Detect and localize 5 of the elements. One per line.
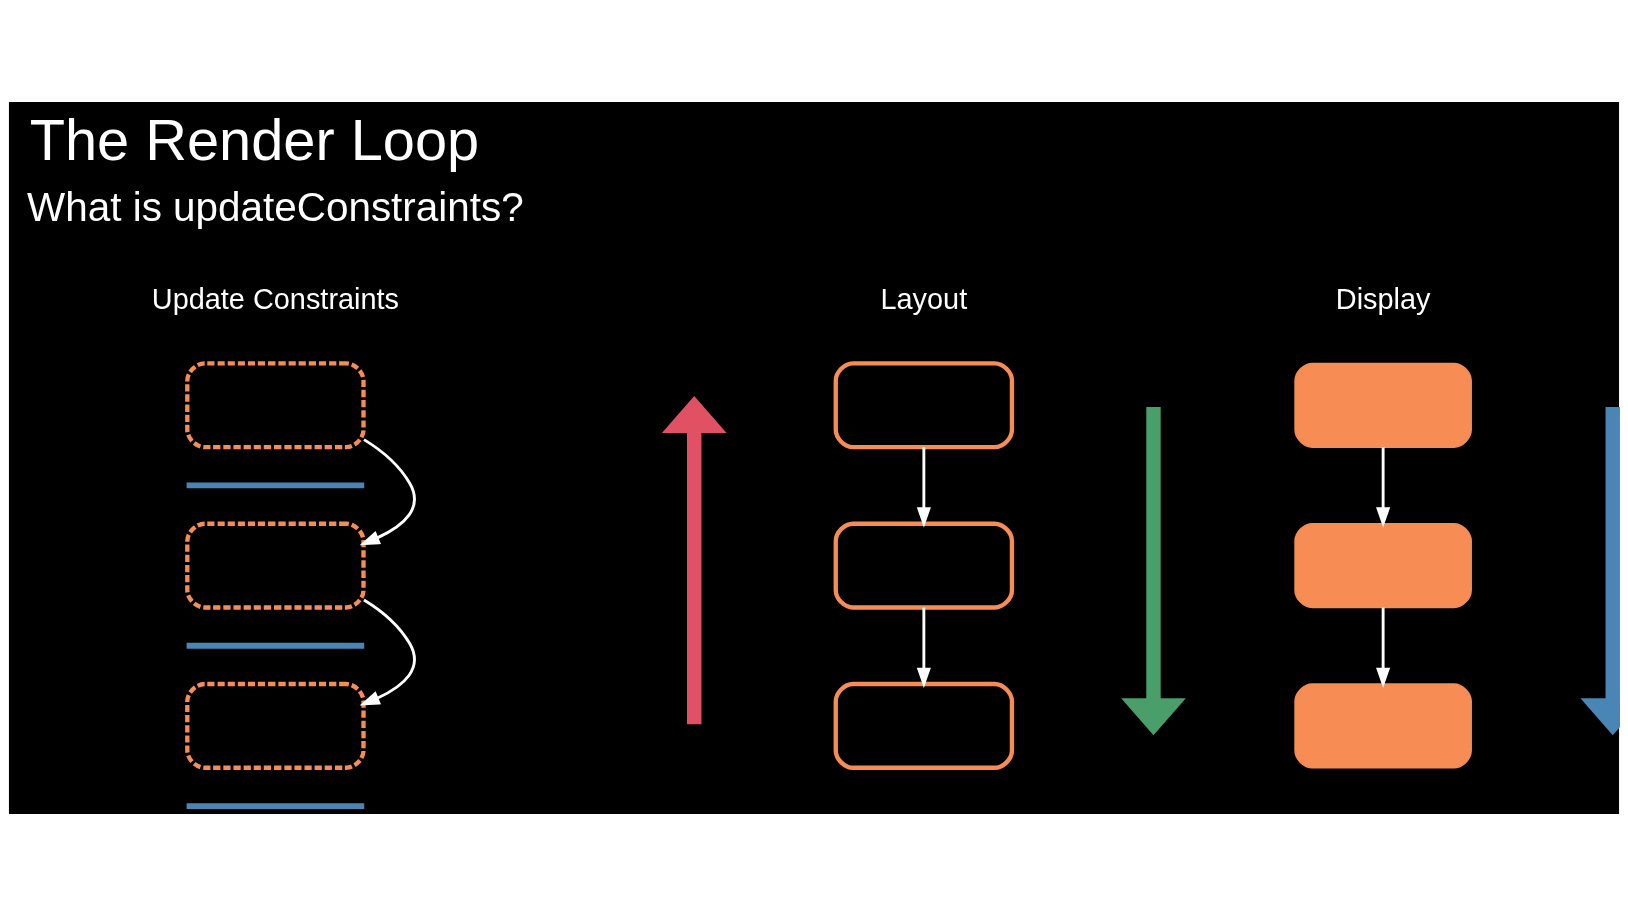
label: Layout — [880, 282, 968, 315]
label: Update Constraints — [151, 282, 399, 315]
label: Display — [1335, 282, 1431, 315]
diagram-title: The Render Loop — [29, 107, 480, 172]
label: What is updateConstraints? — [27, 184, 524, 230]
